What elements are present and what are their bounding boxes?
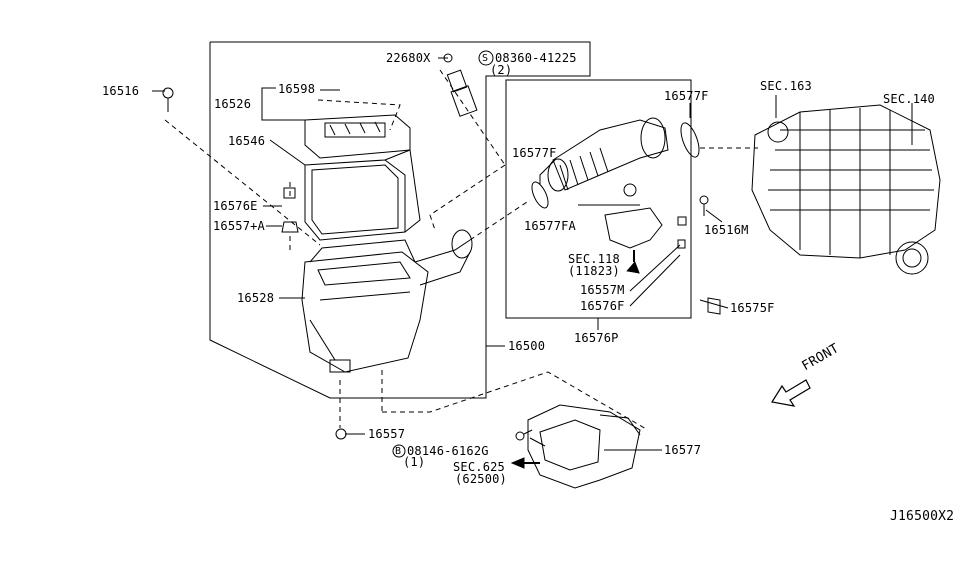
b-marker: B	[395, 446, 402, 457]
sec-label-118: SEC.118	[568, 252, 620, 266]
sec-label-163: SEC.163	[760, 79, 812, 93]
part-label-16516m: 16516M	[704, 223, 749, 237]
part-label-16598: 16598	[278, 82, 316, 96]
part-qty-08360: (2)	[490, 63, 513, 77]
part-label-16516: 16516	[102, 84, 140, 98]
sec-label-625: SEC.625	[453, 460, 505, 474]
sec-ref-11823: (11823)	[568, 264, 620, 278]
part-label-16577fa: 16577FA	[524, 219, 576, 233]
part-label-16577: 16577	[664, 443, 702, 457]
part-label-16557m: 16557M	[580, 283, 625, 297]
part-label-16577f-right: 16577F	[664, 89, 709, 103]
part-label-16577f-left: 16577F	[512, 146, 557, 160]
part-label-16575f: 16575F	[730, 301, 775, 315]
part-label-08146: 08146-6162G	[407, 444, 489, 458]
air-cleaner-upper-cover	[304, 114, 411, 159]
intake-manifold	[751, 104, 941, 275]
part-label-16546: 16546	[228, 134, 266, 148]
mass-air-flow-sensor	[446, 69, 478, 117]
part-label-08360: 08360-41225	[495, 51, 577, 65]
sec-label-140: SEC.140	[883, 92, 935, 106]
part-label-16526: 16526	[214, 97, 252, 111]
part-label-16557a: 16557+A	[213, 219, 265, 233]
assembly-box-16500	[209, 41, 591, 399]
part-qty-08146: (1)	[403, 455, 426, 469]
air-filter-element	[304, 149, 421, 241]
part-label-16500: 16500	[508, 339, 546, 353]
intake-hose	[531, 117, 700, 249]
part-label-16576f: 16576F	[580, 299, 625, 313]
part-label-22680x: 22680X	[386, 51, 431, 65]
part-label-16557: 16557	[368, 427, 406, 441]
front-arrow	[771, 379, 811, 407]
sec-ref-62500: (62500)	[455, 472, 507, 486]
part-label-16528: 16528	[237, 291, 275, 305]
part-label-16576e: 16576E	[213, 199, 258, 213]
s-marker: S	[482, 53, 489, 64]
air-duct-16577	[515, 404, 641, 489]
air-cleaner-lower-case	[301, 229, 473, 373]
diagram-code: J16500X2	[890, 509, 955, 524]
part-label-16576p: 16576P	[574, 331, 619, 345]
